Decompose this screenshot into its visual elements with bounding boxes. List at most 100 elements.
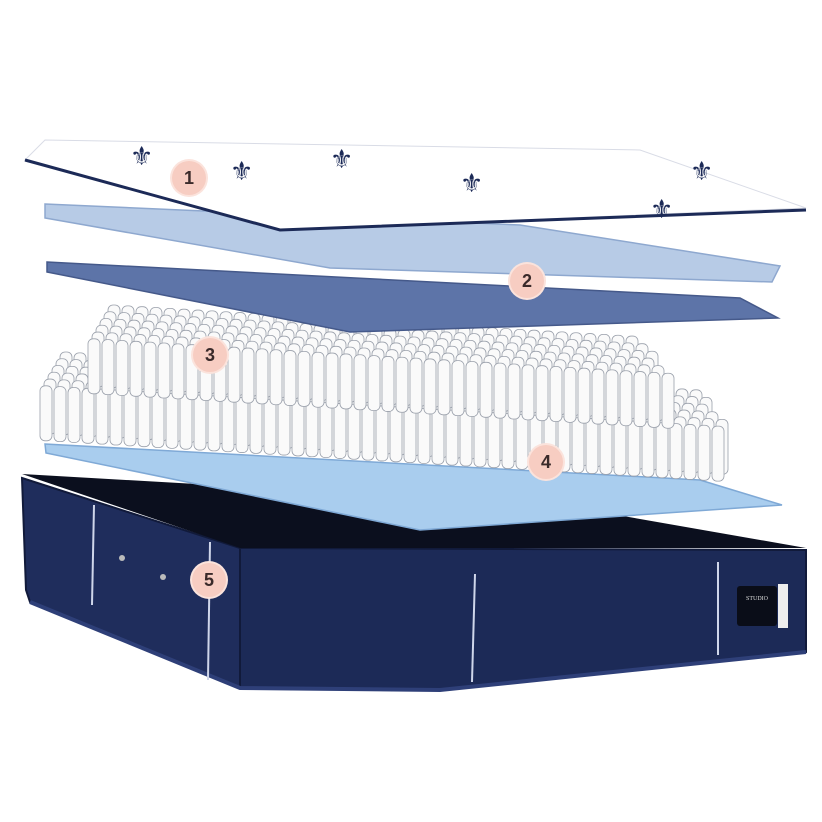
layer-4-foam	[44, 443, 783, 531]
coil-spring	[101, 339, 115, 396]
coil-spring	[627, 420, 641, 477]
coil-spring	[571, 417, 585, 474]
coil-spring	[157, 342, 171, 399]
coil-spring	[437, 359, 451, 416]
coil-spring	[291, 400, 305, 457]
coil-spring	[381, 356, 395, 412]
coil-spring	[473, 411, 487, 468]
coil-spring	[39, 385, 53, 442]
coil-spring	[269, 349, 283, 406]
coil-spring	[479, 361, 493, 418]
coil-spring	[669, 423, 683, 480]
coil-spring	[619, 370, 633, 427]
coil-spring	[389, 406, 403, 463]
coil-spring	[465, 361, 479, 417]
coil-spring	[459, 410, 473, 467]
coil-spring	[655, 422, 669, 479]
coil-spring	[493, 362, 507, 419]
coil-spring	[137, 391, 151, 448]
coil-spring	[123, 390, 137, 447]
coil-spring	[151, 392, 165, 448]
coil-spring	[535, 365, 549, 422]
coil-spring	[507, 363, 521, 420]
coil-spring	[395, 356, 409, 413]
coil-spring	[549, 366, 563, 422]
coil-spring	[81, 387, 95, 444]
coil-spring	[67, 387, 81, 443]
coil-spring	[423, 358, 437, 415]
coil-spring	[193, 394, 207, 451]
coil-spring	[115, 340, 129, 396]
coil-spring	[53, 386, 67, 443]
layer-1-comfort-top: ⚜⚜⚜ ⚜⚜⚜	[24, 139, 807, 232]
layer-2-foam	[44, 203, 782, 283]
coil-spring	[165, 392, 179, 449]
coil-spring	[577, 367, 591, 424]
coil-spring	[641, 421, 655, 478]
coil-spring	[683, 424, 697, 480]
coil-spring	[613, 419, 627, 476]
coil-spring	[647, 371, 661, 428]
coil-spring	[451, 360, 465, 417]
callout-badge-4: 4	[529, 445, 563, 479]
coil-spring	[501, 413, 515, 469]
coil-spring	[129, 340, 143, 397]
coil-spring	[353, 354, 367, 411]
coil-spring	[207, 395, 221, 452]
coil-spring	[297, 350, 311, 407]
coil-spring	[697, 424, 711, 481]
coil-spring	[311, 351, 325, 408]
coil-spring	[263, 398, 277, 455]
svg-text:⚜: ⚜	[460, 169, 483, 198]
coil-spring	[95, 388, 109, 445]
coil-spring	[403, 407, 417, 464]
coil-spring	[339, 353, 353, 410]
coil-spring	[325, 352, 339, 409]
coil-spring	[143, 341, 157, 398]
coil-spring	[109, 389, 123, 446]
coil-spring	[235, 397, 249, 453]
coil-spring	[283, 350, 297, 406]
coil-spring	[249, 397, 263, 454]
callout-badge-2: 2	[510, 264, 544, 298]
coil-spring	[361, 404, 375, 461]
coil-spring	[409, 357, 423, 414]
coil-spring	[515, 413, 529, 470]
coil-spring	[221, 396, 235, 453]
brand-logo-label: STUDIO	[737, 584, 788, 628]
callout-badge-3: 3	[193, 338, 227, 372]
coil-spring	[241, 347, 255, 404]
callout-badge-5: 5	[192, 563, 226, 597]
coil-spring	[179, 393, 193, 450]
coil-spring	[633, 371, 647, 427]
coil-spring	[255, 348, 269, 405]
coil-spring	[319, 402, 333, 459]
coil-spring	[487, 412, 501, 469]
coil-spring	[591, 368, 605, 425]
coil-spring	[347, 403, 361, 460]
coil-spring	[661, 372, 675, 429]
coil-spring	[367, 355, 381, 412]
coil-spring	[87, 338, 101, 395]
coil-spring	[563, 366, 577, 423]
svg-text:⚜: ⚜	[130, 142, 153, 171]
coil-spring	[277, 399, 291, 456]
coil-spring	[431, 408, 445, 465]
coil-spring	[711, 425, 725, 482]
coil-spring	[599, 418, 613, 475]
layer-2b-foam	[46, 261, 781, 333]
coil-spring	[333, 403, 347, 459]
svg-text:⚜: ⚜	[650, 195, 673, 224]
coil-spring	[171, 343, 185, 400]
svg-text:⚜: ⚜	[330, 145, 353, 174]
coil-spring	[445, 409, 459, 466]
coil-spring	[375, 405, 389, 462]
svg-text:STUDIO: STUDIO	[746, 596, 769, 602]
coil-spring	[227, 346, 241, 403]
coil-spring	[585, 418, 599, 474]
callout-badge-1: 1	[172, 161, 206, 195]
coil-spring	[521, 364, 535, 421]
svg-text:⚜: ⚜	[230, 157, 253, 186]
coil-spring	[305, 401, 319, 458]
